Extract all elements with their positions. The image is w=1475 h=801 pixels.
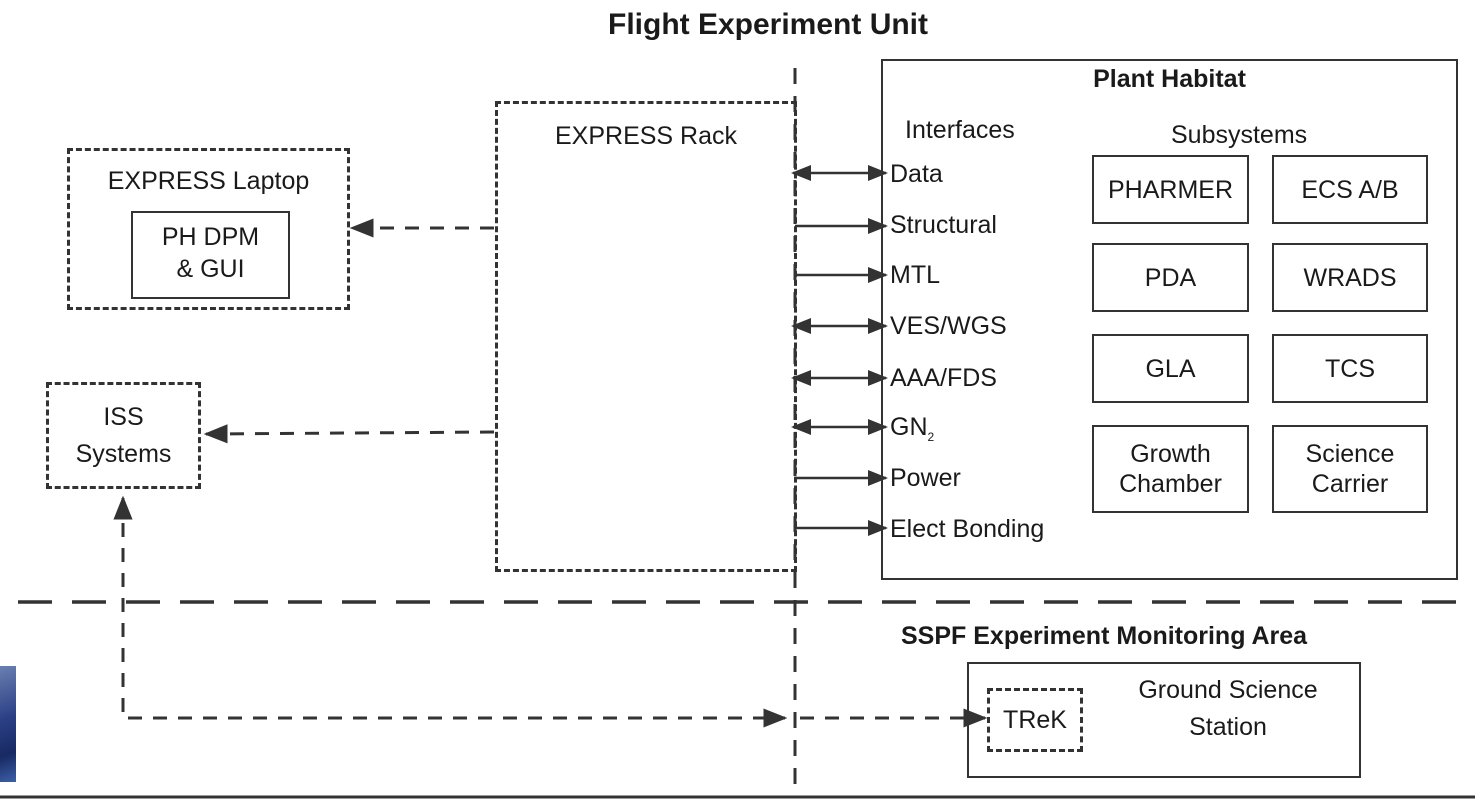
iss-systems-line2: Systems: [75, 440, 172, 468]
subsystems-heading: Subsystems: [1171, 121, 1308, 149]
iss-to-ground-link: [113, 495, 788, 728]
iss-systems-box: ISS Systems: [46, 382, 201, 489]
express-laptop-label: EXPRESS Laptop: [107, 167, 310, 195]
ground-station-line1: Ground Science: [1138, 676, 1318, 704]
subsystem-tcs: TCS: [1272, 334, 1428, 403]
ground-science-station-box: Ground Science Station TReK: [967, 662, 1361, 778]
express-laptop-box: EXPRESS Laptop PH DPM & GUI: [67, 148, 350, 310]
express-rack-box: EXPRESS Rack: [495, 101, 797, 572]
interface-structural: Structural: [890, 211, 997, 239]
interfaces-heading: Interfaces: [905, 116, 1015, 144]
growth-chamber-line2: Chamber: [1119, 470, 1222, 498]
ground-station-line2: Station: [1189, 713, 1267, 741]
trek-label: TReK: [1003, 706, 1067, 734]
interface-power: Power: [890, 464, 961, 492]
interface-gn2-label: GN: [890, 413, 928, 441]
subsystem-growth-chamber: Growth Chamber: [1092, 425, 1249, 513]
subsystem-wrads-label: WRADS: [1303, 263, 1397, 292]
ph-dpm-gui-box: PH DPM & GUI: [131, 211, 290, 299]
subsystem-pharmer-label: PHARMER: [1107, 175, 1233, 204]
interface-mtl: MTL: [890, 261, 940, 289]
science-carrier-line2: Carrier: [1311, 470, 1389, 498]
plant-habitat-title: Plant Habitat: [1093, 65, 1246, 93]
science-carrier-line1: Science: [1305, 440, 1395, 468]
subsystem-ecs-label: ECS A/B: [1301, 175, 1399, 204]
diagram-title: Flight Experiment Unit: [608, 8, 929, 41]
subsystem-pda: PDA: [1092, 243, 1249, 312]
interface-gn2-subscript: 2: [927, 430, 935, 444]
ph-dpm-line2: & GUI: [176, 255, 245, 283]
subsystem-pda-label: PDA: [1144, 263, 1197, 292]
ph-dpm-line1: PH DPM: [161, 223, 260, 251]
subsystem-tcs-label: TCS: [1325, 354, 1375, 383]
express-rack-label: EXPRESS Rack: [554, 122, 737, 150]
subsystem-pharmer: PHARMER: [1092, 155, 1249, 224]
subsystem-science-carrier: Science Carrier: [1272, 425, 1428, 513]
subsystem-gla-label: GLA: [1145, 354, 1196, 383]
plant-habitat-box: Plant Habitat Interfaces Subsystems: [881, 59, 1458, 580]
interface-elect-bonding: Elect Bonding: [890, 515, 1045, 543]
subsystem-wrads: WRADS: [1272, 243, 1428, 312]
subsystem-ecs: ECS A/B: [1272, 155, 1428, 224]
iss-systems-line1: ISS: [103, 403, 144, 431]
interface-aaa-fds: AAA/FDS: [890, 364, 997, 392]
interface-data: Data: [890, 160, 943, 188]
interface-arrows: [791, 165, 888, 536]
rack-to-iss-link: [203, 424, 495, 444]
monitoring-area-title: SSPF Experiment Monitoring Area: [901, 622, 1308, 650]
interface-gn2: GN2: [890, 413, 934, 445]
trek-box: TReK: [987, 688, 1083, 752]
interface-ves-wgs: VES/WGS: [890, 312, 1007, 340]
growth-chamber-line1: Growth: [1130, 440, 1211, 468]
subsystem-gla: GLA: [1092, 334, 1249, 403]
background-photo-fragment: [0, 666, 16, 782]
